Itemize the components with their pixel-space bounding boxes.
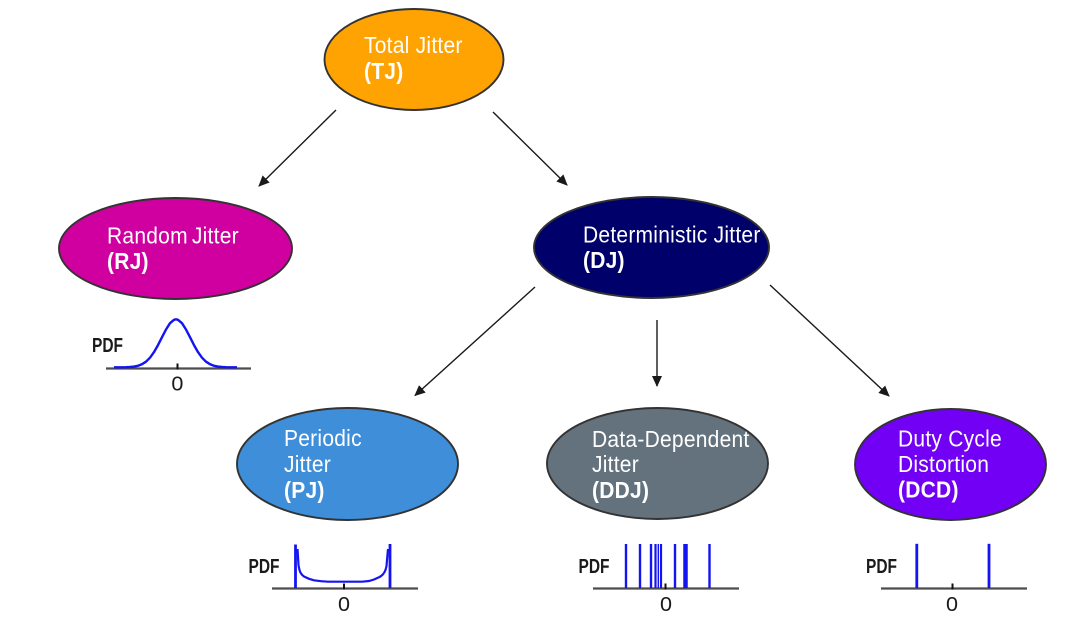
- svg-text:(DDJ): (DDJ): [592, 477, 649, 503]
- svg-text:Jitter: Jitter: [284, 451, 331, 477]
- svg-text:(PJ): (PJ): [284, 477, 325, 503]
- svg-text:0: 0: [338, 594, 350, 616]
- svg-text:Total Jitter: Total Jitter: [364, 32, 463, 58]
- svg-text:Distortion: Distortion: [898, 451, 989, 477]
- svg-text:PDF: PDF: [866, 556, 897, 578]
- svg-text:Random Jitter: Random Jitter: [107, 223, 239, 249]
- svg-text:(RJ): (RJ): [107, 248, 149, 274]
- svg-text:(DJ): (DJ): [583, 247, 625, 273]
- svg-text:0: 0: [946, 594, 958, 616]
- svg-text:PDF: PDF: [92, 335, 123, 357]
- svg-text:Duty Cycle: Duty Cycle: [898, 426, 1002, 452]
- svg-text:Data-Dependent: Data-Dependent: [592, 426, 750, 452]
- svg-text:0: 0: [660, 594, 672, 616]
- svg-text:Deterministic Jitter: Deterministic Jitter: [583, 222, 761, 248]
- svg-text:0: 0: [171, 374, 183, 396]
- svg-text:Periodic: Periodic: [284, 425, 362, 451]
- svg-text:(DCD): (DCD): [898, 477, 959, 503]
- svg-text:PDF: PDF: [579, 556, 610, 578]
- svg-text:PDF: PDF: [249, 556, 280, 578]
- svg-text:(TJ): (TJ): [364, 58, 403, 84]
- svg-text:Jitter: Jitter: [592, 451, 639, 477]
